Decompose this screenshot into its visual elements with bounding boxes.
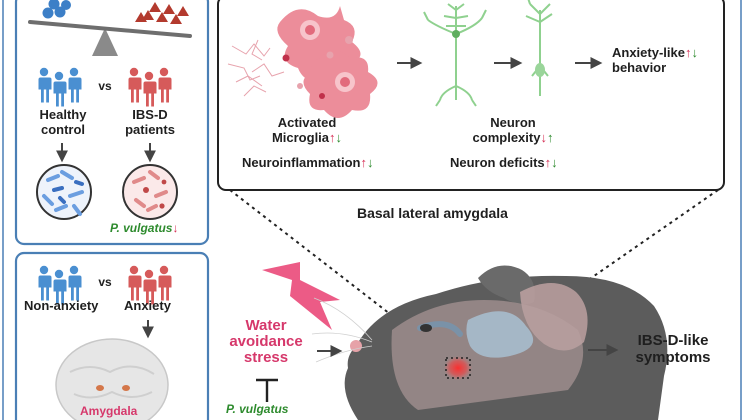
microglia-up-arrow: ↑ xyxy=(329,129,336,145)
patients-people-icon xyxy=(128,67,172,107)
neuron-deficits-label: Neuron deficits↑↓ xyxy=(450,155,558,171)
microglia-label-line2: Microglia xyxy=(271,129,330,145)
behavior-up-arrow: ↑ xyxy=(684,45,692,60)
inhibition-symbol-icon xyxy=(256,378,278,402)
complexity-down-arrow: ↓ xyxy=(540,129,547,145)
zoom-line-left xyxy=(229,189,453,363)
healthy-label-line2: control xyxy=(40,121,86,137)
neuroinflammation-label: Neuroinflammation↑↓ xyxy=(242,155,374,171)
complexity-label-line1: Neuron xyxy=(490,115,536,130)
p-vulgatus-decrease-label: P. vulgatus↓ xyxy=(110,221,179,235)
behavior-label-line2: behavior xyxy=(612,59,667,75)
stress-label-line3: stress xyxy=(243,349,289,367)
p-vulgatus-text: P. vulgatus xyxy=(110,221,173,235)
panel-a-frame xyxy=(14,0,210,246)
healthy-label-line1: Healthy xyxy=(39,107,87,122)
activated-microglia-icon xyxy=(227,6,378,118)
deficits-up-arrow: ↑ xyxy=(544,155,552,170)
panel-a-vs-label: vs xyxy=(98,79,112,93)
water-avoidance-stress-label: Water avoidance stress xyxy=(218,317,314,367)
p-vulgatus-inhibitor-label: P. vulgatus xyxy=(226,402,289,416)
basal-lateral-amygdala-title: Basal lateral amygdala xyxy=(357,205,508,221)
panel-b-frame xyxy=(14,251,210,420)
outcome-label-line2: symptoms xyxy=(635,348,711,366)
patient-microbiota-icon xyxy=(122,164,178,220)
outcome-label-line1: IBS-D-like xyxy=(637,332,709,349)
healthy-microbiota-icon xyxy=(36,164,92,220)
balance-seesaw-icon xyxy=(28,0,192,56)
complexity-up-arrow: ↑ xyxy=(546,129,554,145)
non-anxiety-label: Non-anxiety xyxy=(24,298,99,313)
deficits-down-arrow: ↓ xyxy=(551,155,558,170)
decrease-arrow-icon: ↓ xyxy=(172,221,179,235)
ibs-label-line1: IBS-D xyxy=(132,107,168,122)
inflam-up-arrow: ↑ xyxy=(360,155,367,170)
behavior-down-arrow: ↓ xyxy=(691,45,698,60)
anxiety-behavior-label: Anxiety-like↑↓ behavior xyxy=(612,45,698,75)
behavior-label-line1: Anxiety-like xyxy=(612,45,685,60)
stress-label-line1: Water xyxy=(245,317,287,334)
complex-neuron-icon xyxy=(423,3,487,107)
amygdala-label: Amygdala xyxy=(80,404,138,418)
ibs-patients-label: IBS-D patients xyxy=(112,107,188,137)
anxiety-label: Anxiety xyxy=(124,298,171,313)
microglia-label-line1: Activated xyxy=(277,115,337,130)
zoom-line-right xyxy=(469,189,719,363)
neuron-soma-small-icon xyxy=(535,63,545,77)
ibs-label-line2: patients xyxy=(125,121,175,137)
activated-microglia-label: Activated Microglia↑↓ xyxy=(262,115,352,145)
healthy-control-label: Healthy control xyxy=(28,107,98,137)
microglia-down-arrow: ↓ xyxy=(335,129,343,145)
neuron-deficits-text: Neuron deficits xyxy=(450,155,545,170)
ibs-d-like-symptoms-label: IBS-D-like symptoms xyxy=(618,332,728,367)
neuron-complexity-label: Neuron complexity↓↑ xyxy=(468,115,558,145)
healthy-people-icon xyxy=(38,67,82,107)
inflam-down-arrow: ↓ xyxy=(366,155,374,170)
neuron-soma-icon xyxy=(452,30,460,38)
complexity-label-line2: complexity xyxy=(472,129,541,145)
stress-lightning-icon xyxy=(262,262,340,330)
neuroinflammation-text: Neuroinflammation xyxy=(242,155,361,170)
amygdala-highlight-icon xyxy=(444,356,472,380)
mouse-head-icon xyxy=(311,265,668,420)
stress-label-line2: avoidance xyxy=(229,333,303,351)
panel-b-vs-label: vs xyxy=(98,275,112,289)
brain-section-icon xyxy=(55,338,169,420)
